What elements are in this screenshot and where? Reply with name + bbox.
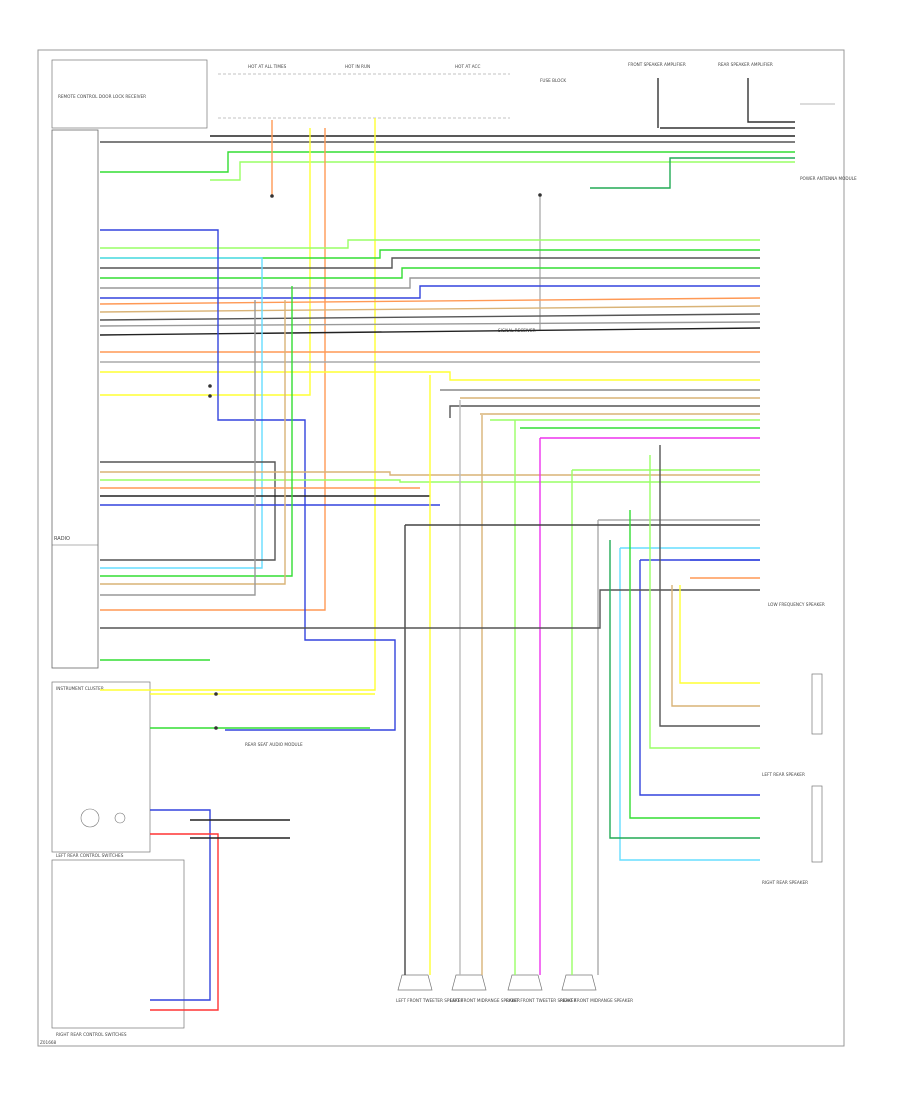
wire-darkgray-rear-l [659,445,760,727]
wire-green-rf [100,267,760,279]
wire-lightgreen-rear-l [649,455,760,749]
instrument-cluster-box: INSTRUMENT CLUSTER [51,681,151,853]
radio-label: RADIO [54,536,70,542]
right-rear-speaker-label: RIGHT REAR SPEAKER [762,880,808,885]
top-header-2: HOT IN RUN [345,64,370,69]
wire-orange-rear [99,297,761,305]
wire-orange-right [100,128,326,611]
top-left-connector: REMOTE CONTROL DOOR LOCK RECEIVER [51,59,208,129]
wire-yellow-mid [100,371,760,381]
low-frequency-speaker-label: LOW FREQUENCY SPEAKER [768,602,825,607]
wire-darkgray-rf [100,257,760,269]
right-rear-speaker: RIGHT REAR SPEAKER [762,785,823,885]
top-fuse-block: HOT AT ALL TIMES HOT IN RUN HOT AT ACC F… [218,64,566,119]
top-header-4: FUSE BLOCK [540,78,566,83]
wire-darkgreen-antenna [590,157,795,189]
footer-left-label: RIGHT REAR CONTROL SWITCHES [56,1032,127,1037]
left-rear-speaker-label: LEFT REAR SPEAKER [762,772,805,777]
radio-module: RADIO [51,129,99,669]
top-header-1: HOT AT ALL TIMES [248,64,287,69]
wire-green-radio-out1 [100,286,293,577]
wire-gray-rf [100,277,760,289]
wire-tan-rear [99,305,761,313]
wire-gray-rear2 [99,321,761,327]
wire-lightgreen-antenna [210,161,795,181]
front-speakers [397,974,597,991]
wire-red-switch [150,833,219,1011]
wire-green-lf [100,249,760,259]
front-speaker-label-3: RIGHT FRONT TWEETER SPEAKER [506,998,577,1003]
wire-amp-rear [747,78,795,123]
wire-blue-long [100,229,396,731]
wire-blue-right [639,560,760,796]
wire-lightgreen-lf [100,239,760,249]
left-rear-switches-box: LEFT REAR CONTROL SWITCHES [51,853,185,1029]
front-speaker-label-4: RIGHT FRONT MIDRANGE SPEAKER [560,998,633,1003]
wire-green-rear-r [629,510,760,819]
rear-amp-label: REAR SPEAKER AMPLIFIER [718,62,773,67]
figure-code: Z01668 [40,1040,57,1045]
wire-tan-low [100,471,760,476]
wire-darkgray-mid [449,405,760,418]
left-rear-switches-label: LEFT REAR CONTROL SWITCHES [56,853,124,858]
wire-yellow-2 [100,128,311,396]
wire-darkgray-low [100,461,276,561]
wire-yellow-rear-l [679,585,760,684]
wire-blue-switch [150,809,211,1001]
wires [99,78,795,1011]
wire-lightblue-2 [619,548,760,861]
rear-seat-audio-label: REAR SEAT AUDIO MODULE [245,742,303,747]
wire-tan-radio-out [100,300,286,585]
top-left-label: REMOTE CONTROL DOOR LOCK RECEIVER [58,94,146,99]
wire-tan-rear-l [671,585,760,707]
front-amp-label: FRONT SPEAKER AMPLIFIER [628,62,686,67]
wire-blue-rear [100,285,760,299]
wire-darkgreen-rear-r [609,540,760,839]
top-header-3: HOT AT ACC [455,64,480,69]
wire-green-antenna [100,151,795,173]
wire-darkgray-rear [99,313,761,321]
wire-gray-radio-out [100,300,256,596]
power-antenna-label: POWER ANTENNA MODULE [800,176,857,181]
diagram-frame [37,49,845,1047]
top-right-amplifiers: FRONT SPEAKER AMPLIFIER REAR SPEAKER AMP… [628,62,835,105]
wire-lightblue-1 [100,257,263,569]
left-rear-speaker: LEFT REAR SPEAKER [762,673,823,777]
splice-points [208,193,542,730]
front-speaker-label-1: LEFT FRONT TWEETER SPEAKER [396,998,463,1003]
wire-green-low [100,479,760,483]
wire-yellow-top [100,118,376,691]
instrument-cluster-label: INSTRUMENT CLUSTER [56,686,104,691]
wire-black-rear [99,327,761,336]
front-speaker-label-2: LEFT FRONT MIDRANGE SPEAKER [450,998,520,1003]
